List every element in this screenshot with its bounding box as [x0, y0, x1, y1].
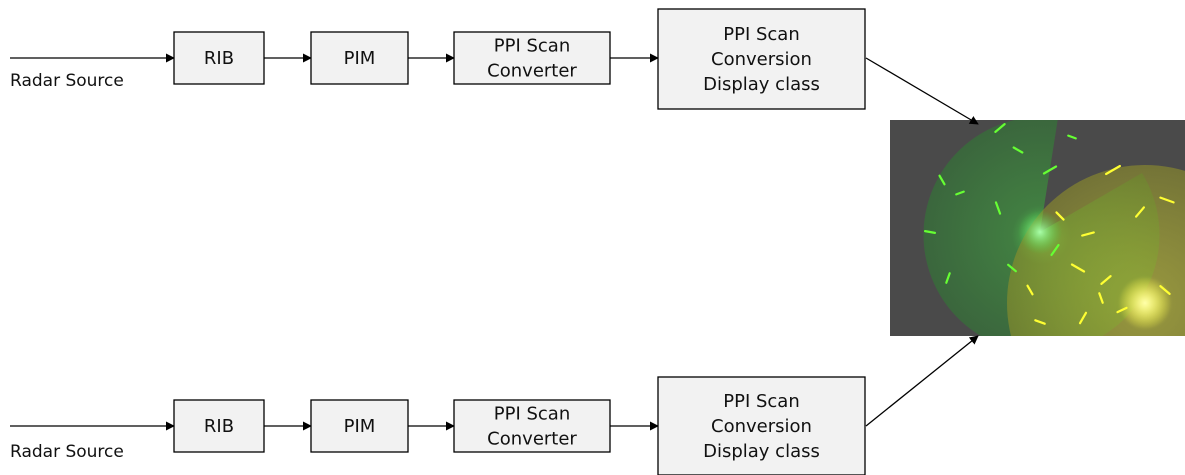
block-label: PPI Scan	[494, 36, 571, 57]
radar-echo	[1055, 211, 1065, 221]
radar-echo	[1012, 146, 1024, 154]
block-label: Conversion	[711, 49, 812, 70]
radar-echo	[1042, 165, 1058, 175]
radar-echo	[1135, 206, 1145, 218]
radar-echo	[1007, 263, 1017, 273]
pim-block: PIM	[310, 31, 409, 85]
radar-echo	[1078, 311, 1088, 325]
radar-echoes	[923, 123, 1175, 325]
pim-block: PIM	[310, 399, 409, 453]
radar-echo	[1050, 243, 1060, 257]
radar-source-label: Radar Source	[10, 442, 124, 462]
radar-echo	[1116, 306, 1128, 314]
radar-echo	[994, 201, 1002, 215]
radar-echo	[1159, 285, 1171, 295]
radar-echo	[1034, 319, 1046, 325]
radar-echo	[1104, 164, 1122, 176]
radar-echo	[1100, 275, 1112, 285]
block-label: PIM	[344, 48, 376, 69]
radar-echo	[945, 272, 951, 284]
output-arrow-top	[865, 57, 979, 125]
block-box	[310, 399, 409, 453]
radar-echo	[1070, 263, 1086, 273]
block-box	[657, 376, 866, 475]
radar-echo	[1026, 284, 1034, 296]
block-label: PPI Scan	[723, 24, 800, 45]
yellow-sweep-center	[1119, 277, 1171, 329]
block-box	[657, 8, 866, 110]
radar-echo	[994, 123, 1006, 133]
block-box	[173, 399, 265, 453]
block-box	[453, 31, 611, 85]
radar-display-image	[890, 120, 1185, 336]
radar-echo	[1081, 231, 1095, 237]
rib-block: RIB	[173, 399, 265, 453]
radar-source-label: Radar Source	[10, 71, 124, 91]
radar-echo	[938, 174, 946, 186]
block-label: RIB	[204, 416, 234, 437]
output-arrow-bottom	[865, 335, 979, 427]
radar-echo	[923, 230, 937, 234]
block-label: Display class	[703, 441, 820, 462]
block-label: Converter	[487, 61, 577, 82]
radar-echo	[1067, 134, 1077, 140]
block-label: PPI Scan	[494, 404, 571, 425]
radar-echo	[1159, 196, 1175, 204]
block-label: PIM	[344, 416, 376, 437]
block-label: RIB	[204, 48, 234, 69]
block-label: Conversion	[711, 416, 812, 437]
block-label: Display class	[703, 74, 820, 95]
radar-echo	[955, 190, 965, 196]
block-box	[310, 31, 409, 85]
radar-echo	[1098, 292, 1104, 304]
block-label: Converter	[487, 429, 577, 450]
block-label: PPI Scan	[723, 391, 800, 412]
rib-block: RIB	[173, 31, 265, 85]
green-sweep-center	[1018, 210, 1062, 254]
